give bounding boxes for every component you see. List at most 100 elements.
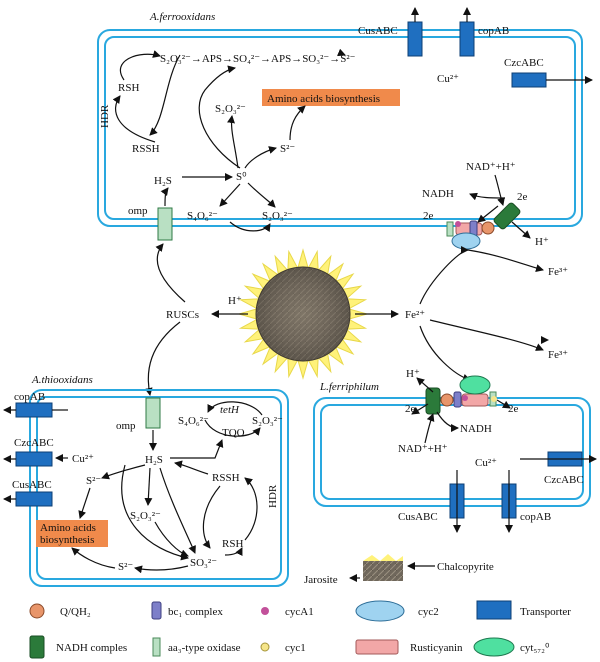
ferro-arrow-s2-amino (289, 105, 306, 141)
ferro-2e-b: 2e (423, 210, 434, 222)
thio-arrow-s2-amino (78, 487, 91, 519)
thio-copab-label: copAB (14, 391, 45, 403)
thio-copab-transporter (3, 402, 68, 418)
center-fe3-a: Fe³⁺ (548, 266, 568, 278)
legend-bc1: bc₁ complex (168, 606, 223, 618)
legend-qqh2-swatch (29, 603, 45, 619)
thio-arrow-so3-rsh (224, 547, 243, 557)
legend-transporter-swatch (476, 600, 512, 620)
ferro-qqh2 (481, 221, 495, 235)
ferro-omp-label: omp (128, 205, 148, 217)
thio-s2o3-b: S₂O₃²⁻ (130, 510, 161, 522)
thio-arrow-so3-s2 (134, 565, 189, 574)
arrow-fe2-ferro (419, 246, 469, 305)
ferri-czcabc-transporter (520, 451, 597, 467)
center-fe2: Fe²⁺ (405, 309, 425, 321)
arrow-fe2-ferri (419, 325, 471, 382)
ferri-arrow-2e-b (496, 399, 511, 409)
ferri-bc1-complex (453, 391, 462, 408)
thiooxidans-cell (29, 389, 289, 587)
chalcopyrite-label: Chalcopyrite (437, 561, 494, 573)
thio-arrow-tetH-b (207, 401, 263, 416)
ferro-arrow-nad (494, 174, 505, 206)
ferri-czcabc-label: CzcABC (544, 474, 584, 486)
ferro-amino-box (262, 89, 400, 106)
ferri-arrow-2e-a (411, 403, 429, 415)
legend-rusticyanin: Rusticyanin (410, 642, 463, 654)
legend-aa3: aa₃-type oxidase (168, 642, 241, 654)
thio-arrow-h2s-so3 (159, 467, 196, 554)
ferro-s2o3: S₂O₃²⁻ (215, 103, 246, 115)
ruscs-label: RUSCs (166, 309, 199, 321)
thiooxidans-title: A.thiooxidans (31, 374, 93, 386)
thio-hdr-label: HDR (267, 484, 279, 508)
ferro-arrow-s0-s2 (244, 146, 277, 169)
ferro-nadh-label: NADH (422, 188, 454, 200)
arrow-ruscs-ferro-omp (155, 243, 186, 303)
ferro-arrow-2e (477, 205, 499, 223)
ferri-copab-transporter (501, 470, 517, 533)
ferri-cu: Cu²⁺ (475, 457, 497, 469)
thio-teth-label: tetH (220, 404, 240, 416)
chalcopyrite-mineral (237, 248, 369, 380)
ferro-arrow-s0-chain (198, 65, 241, 169)
ferro-czcabc-transporter (511, 72, 593, 88)
legend: Q/QH₂ bc₁ complex cycA1 cyc2 Transporter… (29, 600, 571, 659)
center-fe3-b: Fe³⁺ (548, 349, 568, 361)
thio-arrow-h2s-so3-b (121, 464, 189, 561)
legend-nadh-complex: NADH comples (56, 642, 127, 654)
ferri-nadh: NADH (460, 423, 492, 435)
ferro-nadh-complex (493, 202, 521, 230)
legend-rusticyanin-swatch (355, 639, 399, 655)
ferro-nad-label: NAD⁺+H⁺ (466, 161, 516, 173)
ferro-czcabc-label: CzcABC (504, 57, 544, 69)
thio-tqo-label: TQO (222, 427, 245, 439)
ferri-arrow-nadh (436, 411, 459, 432)
thio-amino-l2: biosynthesis (40, 534, 94, 546)
ferri-cusabc-transporter (449, 470, 465, 533)
ferri-etc-cluster (440, 375, 497, 408)
ferro-arrow-s4o6-s2o3 (229, 221, 271, 233)
ferriphilum-title: L.ferriphilum (319, 381, 379, 393)
ferro-rsh: RSH (118, 82, 139, 94)
ferro-s0: S⁰ (236, 171, 247, 183)
thio-arrow-h2s-s2 (101, 464, 146, 480)
thio-cusabc-label: CusABC (12, 479, 52, 491)
thio-omp (145, 397, 161, 429)
ferro-hdr-label: HDR (99, 104, 111, 128)
legend-cyc2: cyc2 (418, 606, 439, 618)
thio-arrow-s2o3-so3 (154, 521, 189, 558)
legend-cyca1: cycA1 (285, 606, 314, 618)
center-hplus: H⁺ (228, 295, 242, 307)
legend-cyc1: cyc1 (285, 642, 306, 654)
ferro-arrow-s0-s2o3 (227, 115, 239, 169)
ferri-arrow-hplus (416, 377, 434, 393)
legend-bc1-swatch (151, 601, 162, 620)
ferro-s4o6: S₄O₆²⁻ (187, 210, 218, 222)
arrow-ruscs-thio-omp (144, 321, 181, 396)
thio-arrow-h2s-s2o3 (144, 467, 153, 506)
ferro-arrow-rssh-rsh (112, 95, 156, 143)
ferro-aa3-oxidase (446, 221, 454, 237)
ferri-cyt572 (459, 375, 491, 395)
arrow-fe2-fe3b (429, 319, 544, 351)
ferri-qqh2 (440, 393, 454, 407)
thio-inner-membrane (36, 396, 282, 580)
thio-s2: S²⁻ (86, 475, 101, 487)
ferri-copab-label: copAB (520, 511, 551, 523)
thio-s2-b: S²⁻ (118, 561, 133, 573)
thio-amino-box (36, 520, 108, 547)
legend-cyc2-swatch (355, 600, 405, 622)
legend-transporter: Transporter (520, 606, 571, 618)
ferri-hplus: H⁺ (406, 368, 420, 380)
legend-cyc1-swatch (260, 642, 270, 652)
ferro-omp (157, 207, 173, 241)
ferro-cyca1 (455, 221, 461, 227)
arrow-ferro-fe3 (467, 249, 544, 272)
thio-omp-label: omp (116, 420, 136, 432)
thio-arrow-rsh-rssh (244, 477, 258, 541)
ferri-cusabc-label: CusABC (398, 511, 438, 523)
ferri-nad: NAD⁺+H⁺ (398, 443, 448, 455)
thio-czcabc-transporter (3, 451, 53, 467)
